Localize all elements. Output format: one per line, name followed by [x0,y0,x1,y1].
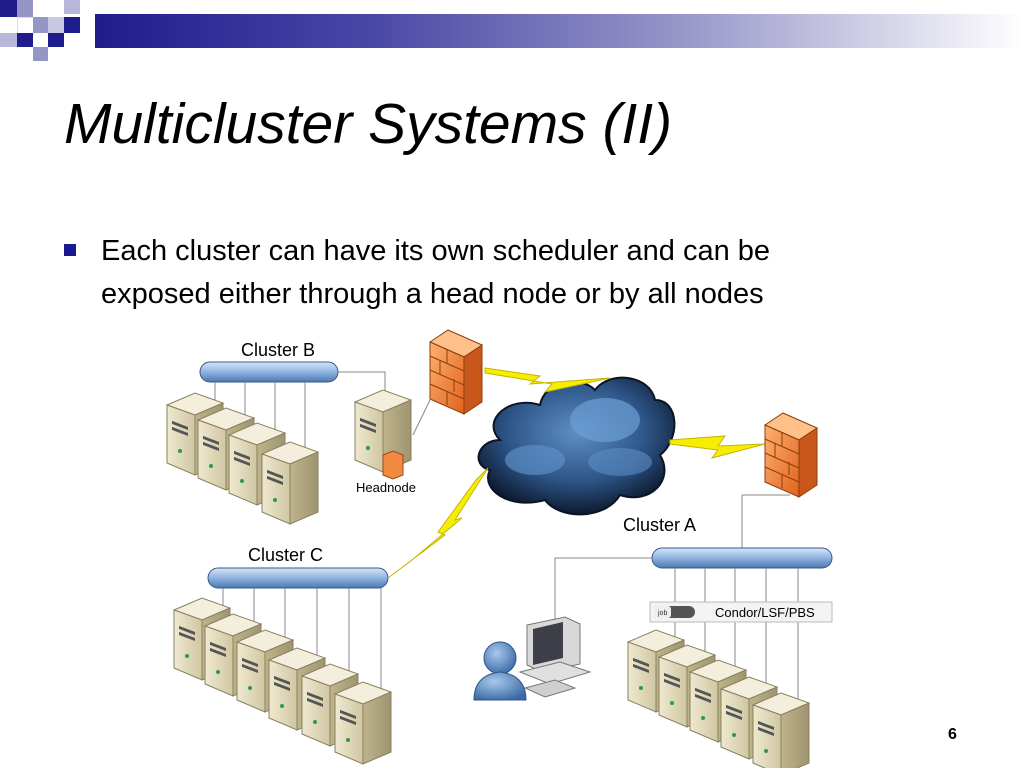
firewall-icon [763,412,819,498]
scheduler-box: job [649,601,833,623]
cluster-c-label: Cluster C [248,545,324,565]
cluster-a: job [554,494,833,768]
decor-square [48,33,64,47]
decor-square [0,33,17,47]
scheduler-label: Condor/LSF/PBS [715,605,815,620]
scheduler-badge: job [657,610,667,617]
server-icon [752,692,810,768]
decor-square [17,0,33,17]
headnode-link [412,399,431,436]
cluster-b-network-bus [199,361,339,383]
lightning-icon [669,435,766,459]
decor-square [17,33,33,47]
page-number: 6 [948,726,957,743]
firewall-icon [412,329,484,436]
lightning-icon [484,367,611,393]
cluster-b-label: Cluster B [241,340,316,360]
decor-square [33,47,48,61]
decor-square [33,17,48,33]
cluster-a-label: Cluster A [623,515,697,535]
bullet-line: Each cluster can have its own scheduler … [101,235,771,267]
cluster-a-network-bus [651,547,833,569]
decor-square [64,17,80,33]
decor-square [48,17,64,33]
internet-cloud-icon [477,376,676,516]
user-badge-icon [382,450,404,480]
server-icon [334,681,392,765]
decor-square [64,0,80,14]
cluster-b [166,361,412,525]
bullet-text: Each cluster can have its own scheduler … [101,230,961,316]
user-workstation [473,616,592,701]
cluster-c [173,567,392,765]
user-icon [473,641,527,701]
decor-square [0,0,17,17]
slide-title: Multicluster Systems (II) [64,92,673,156]
headnode-label: Headnode [356,480,416,495]
bullet-line: exposed either through a head node or by… [101,278,764,310]
bullet-marker [64,244,76,256]
cluster-c-network-bus [207,567,389,589]
computer-icon [518,616,592,698]
server-icon [261,441,319,525]
lightning-icon [387,467,489,579]
header-gradient-band [95,14,1024,48]
